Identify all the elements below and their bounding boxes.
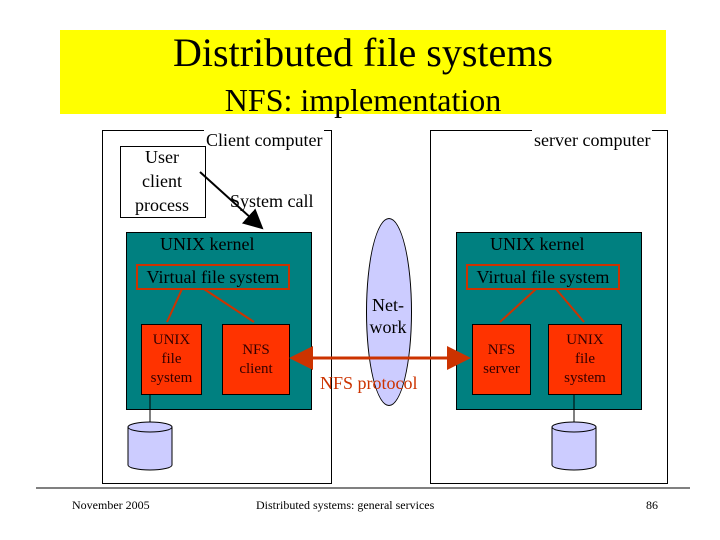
server-kernel-label: UNIX kernel <box>490 234 585 254</box>
slide-title: Distributed file systems <box>173 30 553 75</box>
client-unix-fs-line3: system <box>150 370 193 386</box>
server-virtual-file-system: Virtual file system <box>466 264 620 290</box>
server-unix-fs-line3: system <box>564 370 606 386</box>
user-process-line2: client <box>142 171 182 191</box>
system-call-label: System call <box>230 191 314 211</box>
server-vfs-to-nfs-server <box>499 288 537 323</box>
server-unix-fs-line2: file <box>574 351 595 367</box>
client-unix-fs-line2: file <box>161 351 182 367</box>
system-call-arrow <box>199 171 264 230</box>
network-label-line2: work <box>369 317 407 337</box>
client-virtual-file-system: Virtual file system <box>136 264 290 290</box>
client-computer-label: Client computer <box>204 129 325 151</box>
client-vfs-to-unix-fs <box>166 288 183 323</box>
nfs-server-line1: NFS <box>487 341 516 358</box>
footer-course: Distributed systems: general services <box>256 498 435 512</box>
user-process-line1: User <box>145 147 179 167</box>
server-unix-file-system: UNIX file system <box>548 324 622 395</box>
client-kernel-label: UNIX kernel <box>160 234 255 254</box>
nfs-client-line1: NFS <box>242 341 270 358</box>
nfs-server-line2: server <box>483 360 520 377</box>
server-unix-fs-line1: UNIX <box>566 332 604 348</box>
footer-page-number: 86 <box>646 498 658 512</box>
nfs-protocol-label: NFS protocol <box>320 373 418 393</box>
client-vfs-to-nfs-client <box>203 288 255 323</box>
footer-date: November 2005 <box>72 498 150 512</box>
server-disk-icon <box>551 421 597 471</box>
nfs-client: NFS client <box>222 324 290 395</box>
user-client-process <box>120 146 206 218</box>
slide-subtitle: NFS: implementation <box>224 82 502 118</box>
client-unix-fs-line1: UNIX <box>152 332 191 348</box>
server-vfs-to-unix-fs <box>555 288 585 323</box>
client-unix-file-system: UNIX file system <box>141 324 202 395</box>
client-disk-icon <box>127 421 173 471</box>
server-computer-label: server computer <box>532 129 653 151</box>
title-band <box>60 30 666 114</box>
nfs-server: NFS server <box>472 324 531 395</box>
user-process-line3: process <box>135 195 189 215</box>
network-label-line1: Net- <box>372 295 404 315</box>
network-ellipse <box>366 218 412 406</box>
nfs-client-line2: client <box>239 360 273 377</box>
